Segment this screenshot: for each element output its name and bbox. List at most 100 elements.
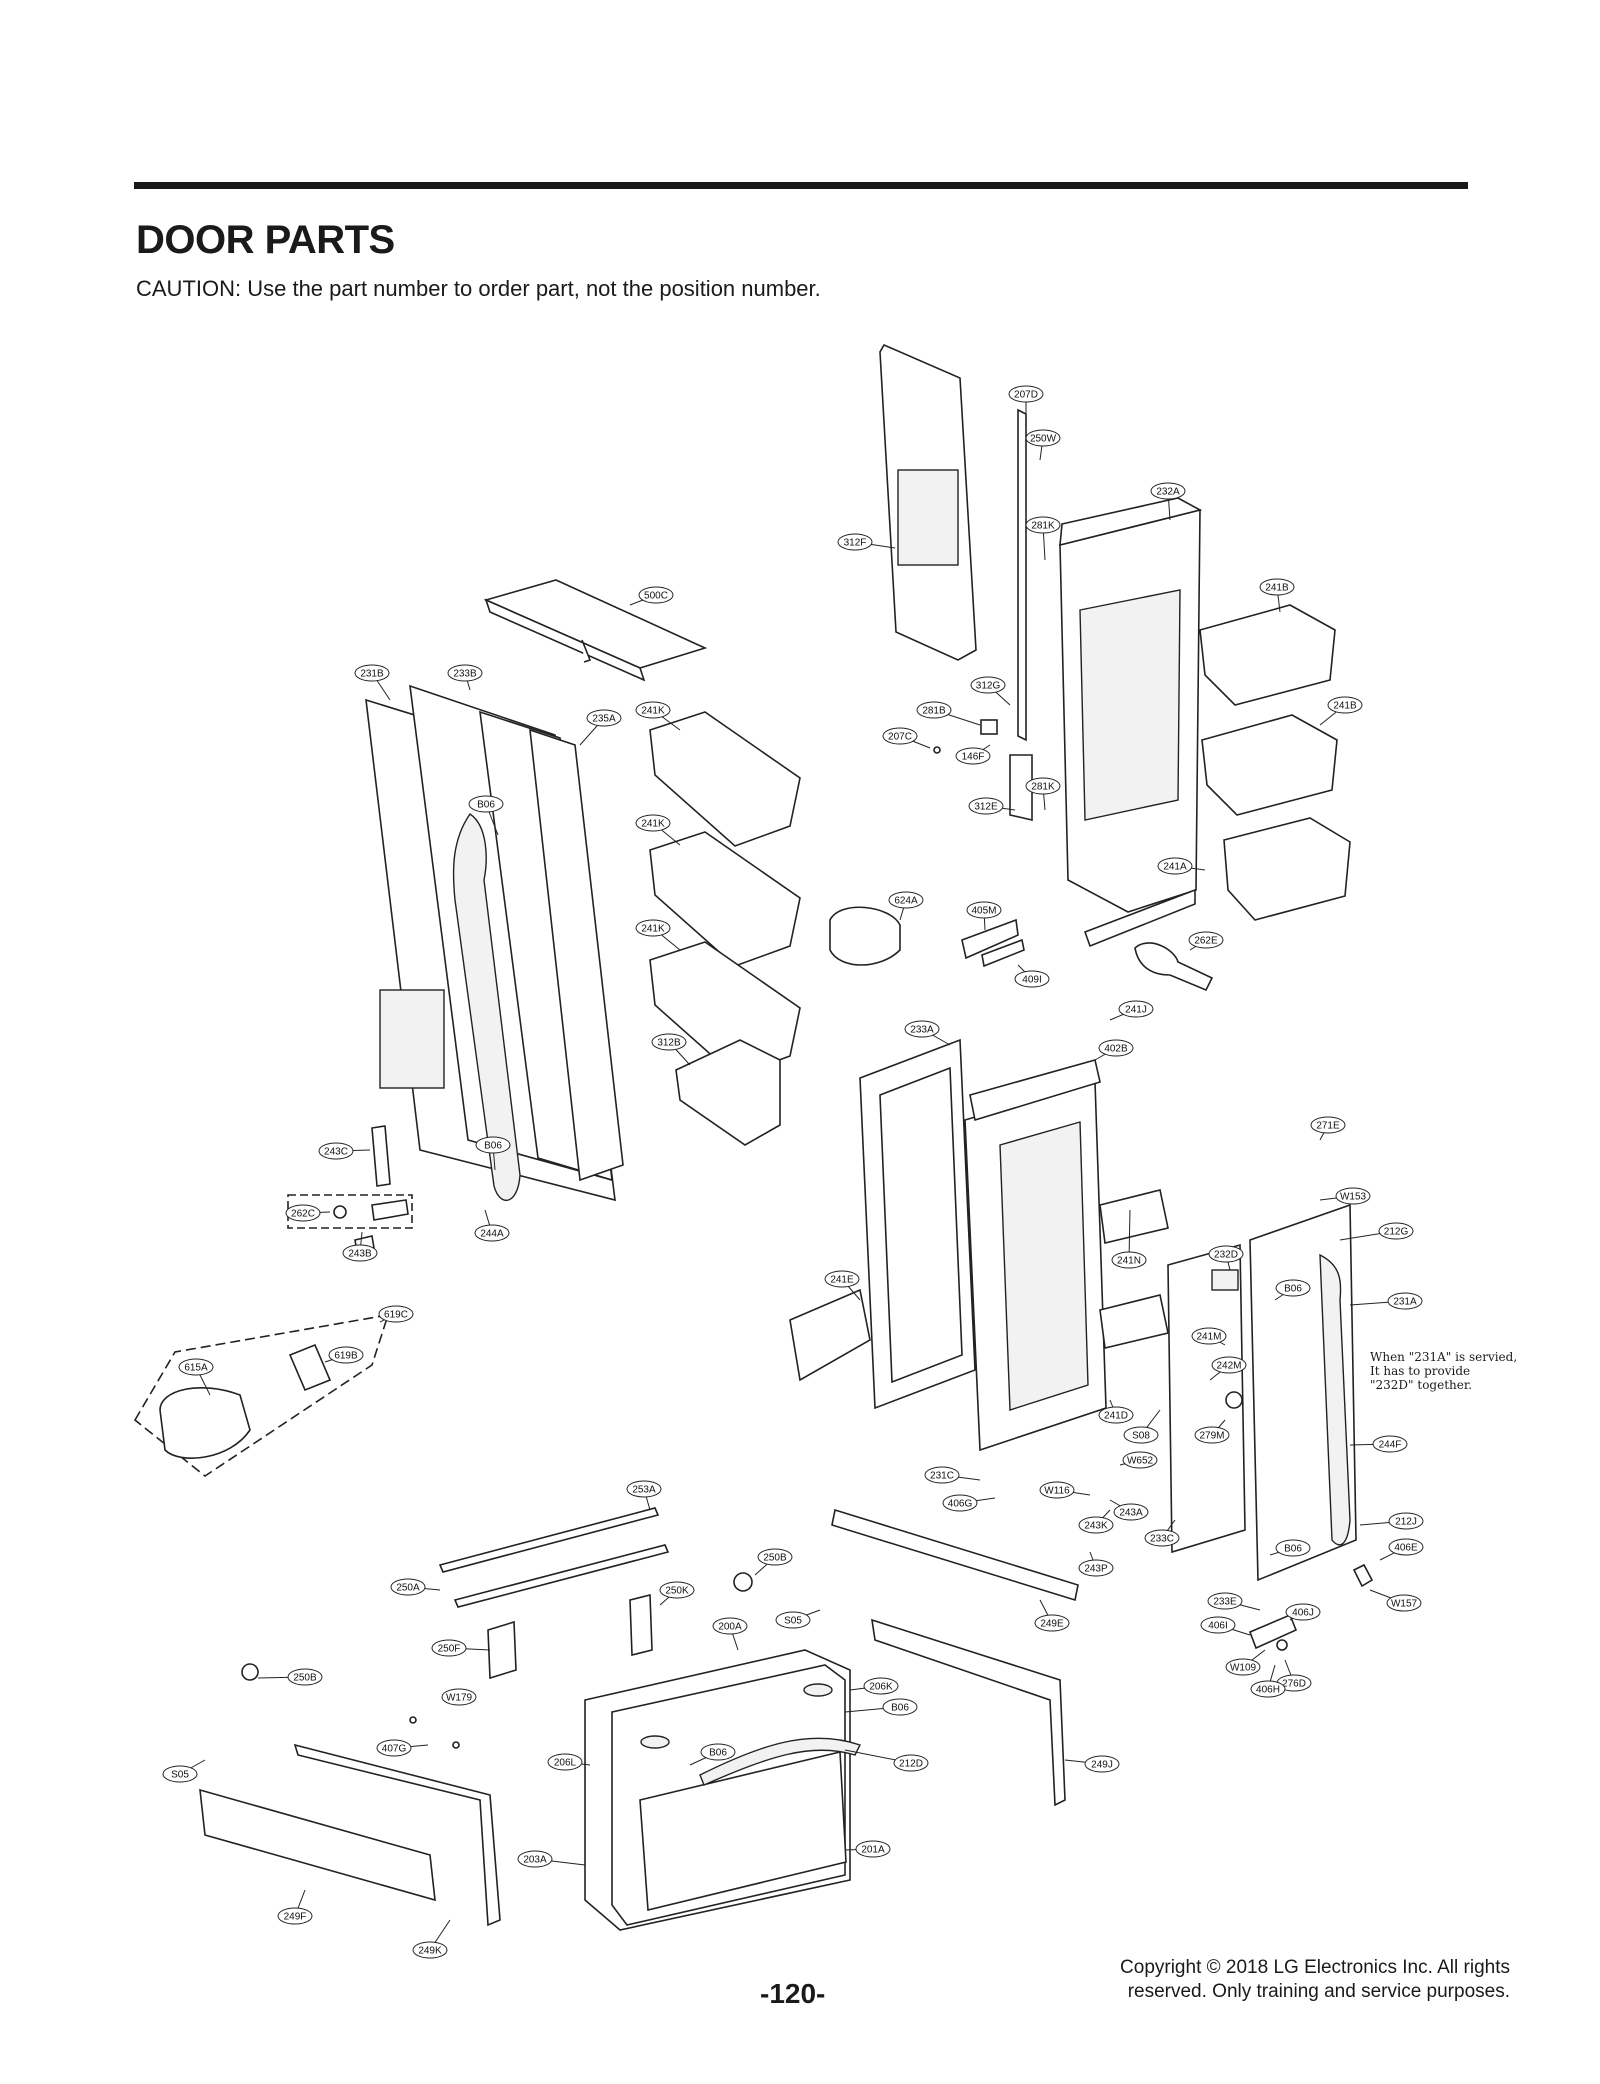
callout-label: 249J <box>1091 1760 1113 1771</box>
ice-maker-assembly <box>133 1313 390 1477</box>
callout-281k: 281K <box>1025 777 1061 811</box>
callout-label: S05 <box>171 1770 189 1781</box>
caution-text: CAUTION: Use the part number to order pa… <box>136 276 821 301</box>
callout-label: 206L <box>554 1758 577 1769</box>
callout-249k: 249K <box>412 1919 451 1959</box>
right-door-231a <box>1167 1203 1357 1582</box>
callout-label: 233C <box>1150 1534 1174 1545</box>
callout-250w: 250W <box>1025 429 1061 461</box>
callout-w157: W157 <box>1369 1589 1422 1612</box>
callout-207d: 207D <box>1008 385 1044 420</box>
callout-bubble <box>1275 1539 1311 1557</box>
callout-250a: 250A <box>390 1578 441 1596</box>
callout-bubble <box>916 701 952 719</box>
callout-label: B06 <box>1284 1544 1302 1555</box>
callout-label: 271E <box>1316 1121 1340 1132</box>
callout-w109: W109 <box>1225 1649 1266 1676</box>
callout-249j: 249J <box>1064 1755 1120 1773</box>
callout-label: 262C <box>291 1209 315 1220</box>
callout-243c: 243C <box>318 1142 371 1160</box>
callout-241m: 241M <box>1191 1327 1227 1346</box>
callout-label: B06 <box>891 1703 909 1714</box>
callout-bubble <box>635 814 671 832</box>
callout-bubble <box>1144 1529 1180 1547</box>
callout-bubble <box>1259 578 1295 596</box>
callout-bubble <box>1200 1616 1236 1634</box>
callout-bubble <box>824 1270 860 1288</box>
callout-label: W179 <box>446 1693 473 1704</box>
callout-bubble <box>757 1548 793 1566</box>
callout-bubble <box>468 795 504 813</box>
callout-250b: 250B <box>257 1668 323 1686</box>
service-note: When "231A" is servied, It has to provid… <box>1370 1350 1518 1392</box>
callout-label: 409I <box>1022 975 1041 986</box>
page-title: DOOR PARTS <box>136 218 395 262</box>
callout-bubble <box>855 1840 891 1858</box>
freezer-drawer <box>584 1649 861 1931</box>
rails-249f-249k <box>199 1743 501 1927</box>
callout-label: 233B <box>453 669 477 680</box>
callout-405m: 405M <box>966 901 1002 931</box>
callout-bubble <box>1098 1406 1134 1424</box>
callout-233c: 233C <box>1144 1519 1180 1547</box>
callout-label: 243A <box>1119 1508 1143 1519</box>
hinge-parts <box>241 1572 753 1749</box>
callout-label: 241D <box>1104 1411 1128 1422</box>
callout-500c: 500C <box>629 586 674 606</box>
rail-249e <box>831 1508 1079 1602</box>
callout-bubble <box>431 1639 467 1657</box>
callout-bubble <box>1078 1516 1114 1534</box>
callout-label: 203A <box>523 1855 547 1866</box>
dispenser-case <box>879 343 1203 913</box>
callout-label: 206K <box>869 1682 893 1693</box>
callout-bubble <box>924 1466 960 1484</box>
callout-bubble <box>626 1480 662 1498</box>
callout-241n: 241N <box>1111 1209 1147 1269</box>
callout-label: W109 <box>1230 1663 1257 1674</box>
callout-s05: S05 <box>775 1609 821 1629</box>
rails-lower <box>438 1507 670 1608</box>
callout-bubble <box>1372 1435 1408 1453</box>
callout-bubble <box>1188 931 1224 949</box>
callout-label: 241K <box>641 706 665 717</box>
callout-label: 231C <box>930 1471 954 1482</box>
callout-242m: 242M <box>1209 1356 1247 1381</box>
callout-250k: 250K <box>659 1581 695 1606</box>
callout-bubble <box>354 664 390 682</box>
callout-bubble <box>475 1136 511 1154</box>
callout-label: 250A <box>396 1583 420 1594</box>
callout-bubble <box>651 1033 687 1051</box>
callout-label: 242M <box>1216 1361 1241 1372</box>
callout-241b: 241B <box>1259 578 1295 613</box>
top-cap-500c <box>483 579 708 682</box>
callout-233b: 233B <box>447 664 483 691</box>
filter-housing-312b <box>675 1039 781 1146</box>
callout-bubble <box>1098 1039 1134 1057</box>
callout-label: 207C <box>888 732 912 743</box>
callout-label: 406J <box>1292 1608 1314 1619</box>
callout-201a: 201A <box>844 1840 891 1858</box>
callout-label: 241N <box>1117 1256 1141 1267</box>
callout-232d: 232D <box>1208 1245 1244 1271</box>
callout-bubble <box>942 1494 978 1512</box>
callout-241e: 241E <box>824 1270 861 1301</box>
callout-406g: 406G <box>942 1494 996 1512</box>
small-parts-upper <box>829 719 1214 992</box>
callout-262e: 262E <box>1188 931 1224 951</box>
callout-label: 262E <box>1194 936 1218 947</box>
callout-w652: W652 <box>1119 1451 1158 1469</box>
callout-253a: 253A <box>626 1480 662 1511</box>
rail-241e <box>789 1288 871 1382</box>
callout-bubble <box>342 1244 378 1262</box>
callout-bubble <box>1388 1538 1424 1556</box>
callout-bubble <box>1113 1503 1149 1521</box>
callout-w153: W153 <box>1319 1187 1371 1205</box>
callout-label: 250W <box>1030 434 1057 445</box>
callout-bubble <box>638 586 674 604</box>
callout-407g: 407G <box>376 1739 429 1757</box>
callout-bubble <box>547 1753 583 1771</box>
callout-bubble <box>837 533 873 551</box>
callout-231c: 231C <box>924 1466 981 1484</box>
callout-262c: 262C <box>285 1204 331 1222</box>
callout-bubble <box>1034 1614 1070 1632</box>
